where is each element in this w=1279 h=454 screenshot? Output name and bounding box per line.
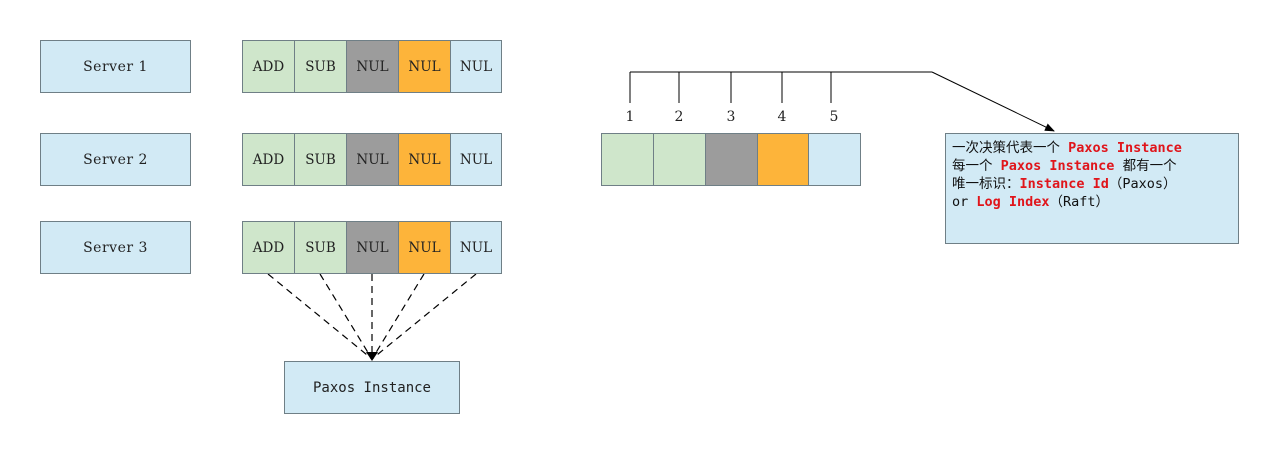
note-highlight: Paxos Instance <box>1068 140 1182 156</box>
server-1-box: Server 1 <box>40 40 191 93</box>
server-3-cell-2: SUB <box>294 221 347 274</box>
note-text: （Paxos） <box>1108 176 1177 192</box>
server-1-cell-4: NUL <box>398 40 451 93</box>
log-index-3: 3 <box>726 109 736 125</box>
server-2-cell-5: NUL <box>450 133 502 186</box>
note-text: 都有一个 <box>1114 158 1177 174</box>
paxos-instance-label: Paxos Instance <box>312 379 431 396</box>
fan-arrowhead <box>366 352 378 361</box>
server-3-box: Server 3 <box>40 221 191 274</box>
server-3-cell-5: NUL <box>450 221 502 274</box>
note-line-3: 唯一标识：Instance Id（Paxos） <box>952 175 1232 193</box>
log-strip-cell-1 <box>601 133 654 186</box>
paxos-instance-box: Paxos Instance <box>284 361 460 414</box>
index-bracket <box>629 71 1055 132</box>
server-1-cell-3: NUL <box>346 40 399 93</box>
log-strip-cell-4 <box>757 133 809 186</box>
server-3-label: Server 3 <box>83 239 148 256</box>
explanation-note: 一次决策代表一个 Paxos Instance 每一个 Paxos Instan… <box>945 133 1239 244</box>
server-3-cell-4: NUL <box>398 221 451 274</box>
server-1-label: Server 1 <box>83 58 148 75</box>
server-2-cell-1: ADD <box>242 133 295 186</box>
log-strip-cell-3 <box>705 133 758 186</box>
server-2-box: Server 2 <box>40 133 191 186</box>
note-highlight: Instance Id <box>1019 176 1109 192</box>
note-line-2: 每一个 Paxos Instance 都有一个 <box>952 157 1232 175</box>
note-text: 唯一标识： <box>952 176 1020 192</box>
note-line-4: or Log Index（Raft） <box>952 193 1232 211</box>
server-1-cell-1: ADD <box>242 40 295 93</box>
note-line-1: 一次决策代表一个 Paxos Instance <box>952 139 1232 157</box>
server-2-cell-4: NUL <box>398 133 451 186</box>
log-index-1: 1 <box>625 109 635 125</box>
server-1-cell-2: SUB <box>294 40 347 93</box>
server-3-cell-1: ADD <box>242 221 295 274</box>
log-index-4: 4 <box>777 109 787 125</box>
note-text: 每一个 <box>952 158 1001 174</box>
server-2-cell-3: NUL <box>346 133 399 186</box>
server-2-cell-2: SUB <box>294 133 347 186</box>
dashed-fan <box>267 273 477 360</box>
log-strip-cell-2 <box>653 133 706 186</box>
note-text: （Raft） <box>1049 194 1110 210</box>
note-highlight: Log Index <box>976 194 1050 210</box>
note-text: 一次决策代表一个 <box>952 140 1069 156</box>
log-index-2: 2 <box>674 109 684 125</box>
log-strip-cell-5 <box>808 133 861 186</box>
server-1-cell-5: NUL <box>450 40 502 93</box>
note-highlight: Paxos Instance <box>1000 158 1115 174</box>
log-index-5: 5 <box>829 109 839 125</box>
server-3-cell-3: NUL <box>346 221 399 274</box>
note-text: or <box>952 194 977 210</box>
server-2-label: Server 2 <box>83 151 148 168</box>
